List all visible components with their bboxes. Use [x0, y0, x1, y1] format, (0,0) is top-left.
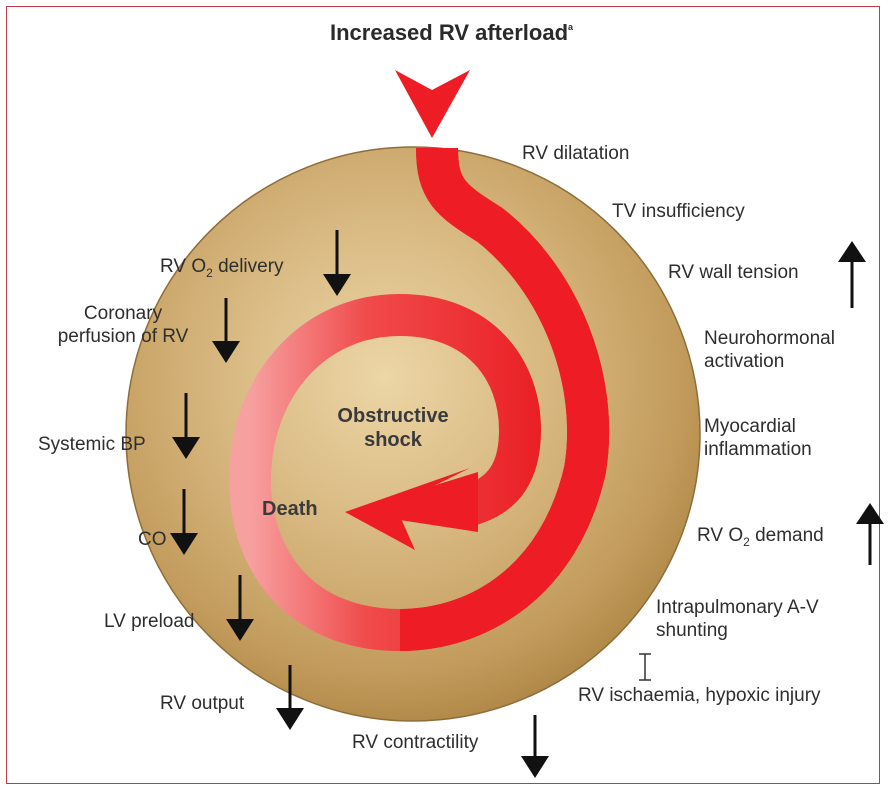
label-intrapulmonary-shunting: Intrapulmonary A-V shunting — [656, 597, 819, 642]
label-systemic-bp: Systemic BP — [38, 434, 146, 455]
label-myocardial-inflammation: Myocardial inflammation — [704, 416, 812, 461]
label-rv-o2-delivery: RV O2 delivery — [160, 256, 284, 280]
down-arrow-rv-o2-delivery — [323, 230, 351, 296]
label-rv-output: RV output — [160, 693, 245, 714]
down-arrow-coronary-perfusion — [212, 298, 240, 363]
center-label-death: Death — [262, 498, 318, 520]
down-arrow-rv-contractility — [521, 715, 549, 778]
label-neurohormonal-activation: Neurohormonal activation — [704, 328, 835, 373]
label-rv-dilatation: RV dilatation — [522, 143, 630, 164]
down-arrow-lv-preload — [226, 575, 254, 641]
text-cursor-mark — [639, 653, 651, 681]
label-coronary-perfusion: Coronary perfusion of RV — [57, 303, 189, 348]
spiral-end-arrowhead-core — [348, 472, 478, 532]
label-rv-wall-tension: RV wall tension — [668, 262, 799, 283]
label-lv-preload: LV preload — [104, 611, 195, 632]
spiral-band-solid — [399, 147, 610, 651]
diagram-frame — [6, 6, 880, 784]
down-arrow-systemic-bp — [172, 393, 200, 459]
diagram-title: Increased RV afterloada — [330, 20, 574, 45]
up-arrow-rv-wall-tension — [838, 241, 866, 308]
label-tv-insufficiency: TV insufficiency — [612, 201, 745, 222]
afterload-arrowhead — [395, 70, 470, 138]
label-rv-ischaemia: RV ischaemia, hypoxic injury — [578, 685, 821, 706]
label-co: CO — [138, 529, 167, 550]
label-rv-o2-demand: RV O2 demand — [697, 525, 824, 549]
down-arrow-rv-output — [276, 665, 304, 730]
label-rv-contractility: RV contractility — [352, 732, 479, 753]
up-arrow-rv-o2-demand — [856, 503, 884, 565]
center-label-obstructive-shock: Obstructive shock — [337, 405, 449, 452]
down-arrow-co — [170, 489, 198, 555]
